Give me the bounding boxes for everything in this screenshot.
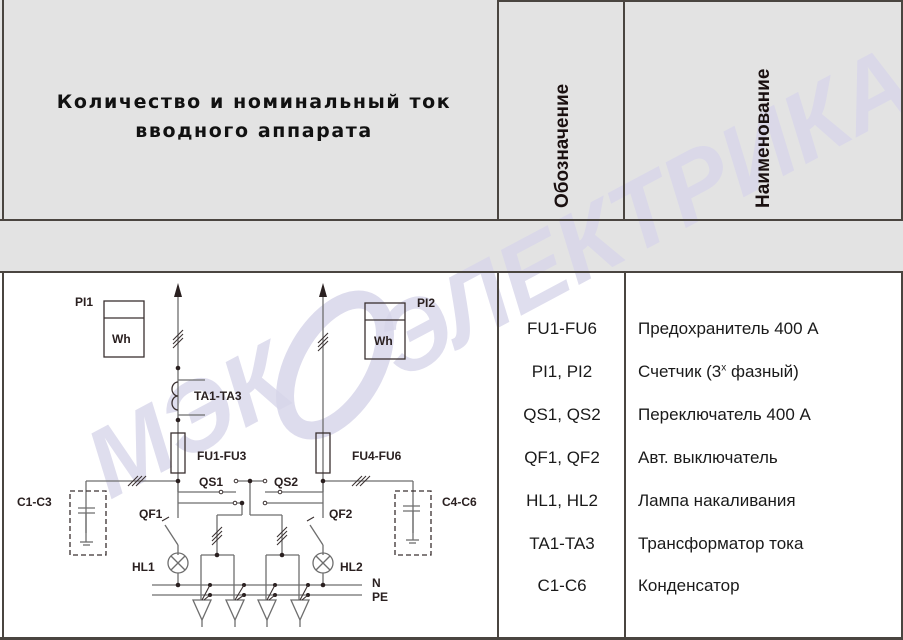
label-hl2: HL2	[340, 560, 363, 574]
legend-code: PI1, PI2	[531, 362, 593, 381]
label-ta: TA1-TA3	[194, 389, 242, 403]
legend-name: Конденсатор	[638, 576, 740, 595]
header-bottom-border	[0, 219, 903, 221]
legend-code: C1-C6	[537, 576, 587, 595]
label-qf2: QF2	[329, 507, 353, 521]
header-title-line1: Количество и номинальный ток	[56, 91, 452, 113]
label-c2: C4-C6	[442, 495, 477, 509]
col-divider-1	[497, 0, 499, 220]
legend-code: QF1, QF2	[524, 448, 600, 467]
label-fu2: FU4-FU6	[352, 449, 402, 463]
label-hl1: HL1	[132, 560, 155, 574]
table-border-right-body	[901, 272, 903, 640]
label-wh-2: Wh	[374, 334, 393, 348]
legend-code: QS1, QS2	[523, 405, 601, 424]
column-header-name: Наименование	[753, 68, 774, 208]
legend-name-part: Счетчик (3	[638, 362, 722, 381]
col-divider-2	[623, 0, 625, 220]
label-qs2: QS2	[274, 475, 298, 489]
body-bottom-border	[0, 637, 903, 640]
header-band	[0, 0, 903, 272]
table-border-left-body	[2, 272, 4, 640]
electrical-schematic: PI1 Wh PI2 Wh TA1-TA3 FU1-FU3 FU4-FU6 QS…	[17, 283, 477, 627]
header-title-line2: вводного аппарата	[135, 120, 373, 142]
column-header-designation: Обозначение	[552, 83, 573, 208]
header-top-border	[497, 0, 903, 2]
label-c1: C1-C3	[17, 495, 52, 509]
label-pi1: PI1	[75, 295, 93, 309]
legend-code: HL1, HL2	[526, 491, 598, 510]
legend-name-superscript: х	[721, 362, 727, 374]
legend-code: FU1-FU6	[527, 319, 597, 338]
label-pi2: PI2	[417, 296, 435, 310]
table-border-right	[901, 0, 903, 220]
legend-name: Авт. выключатель	[638, 448, 778, 467]
label-qs1: QS1	[199, 475, 223, 489]
legend-name-part: фазный)	[726, 362, 799, 381]
label-wh-1: Wh	[112, 332, 131, 346]
legend-name: Предохранитель 400 А	[638, 319, 819, 338]
label-qf1: QF1	[139, 507, 163, 521]
legend-name: Переключатель 400 А	[638, 405, 811, 424]
legend-name: Трансформатор тока	[638, 534, 804, 553]
header-title: Количество и номинальный ток вводного ап…	[10, 88, 498, 146]
legend-name: Счетчик (3х фазный)	[638, 362, 799, 382]
label-n: N	[372, 576, 381, 590]
label-fu1: FU1-FU3	[197, 449, 247, 463]
body-top-border	[0, 271, 903, 273]
table-border-left	[2, 0, 4, 220]
col-divider-1-body	[497, 272, 499, 640]
col-divider-2-body	[624, 272, 626, 640]
legend-name: Лампа накаливания	[638, 491, 796, 510]
legend-code: TA1-TA3	[529, 534, 595, 553]
label-pe: PE	[372, 590, 388, 604]
